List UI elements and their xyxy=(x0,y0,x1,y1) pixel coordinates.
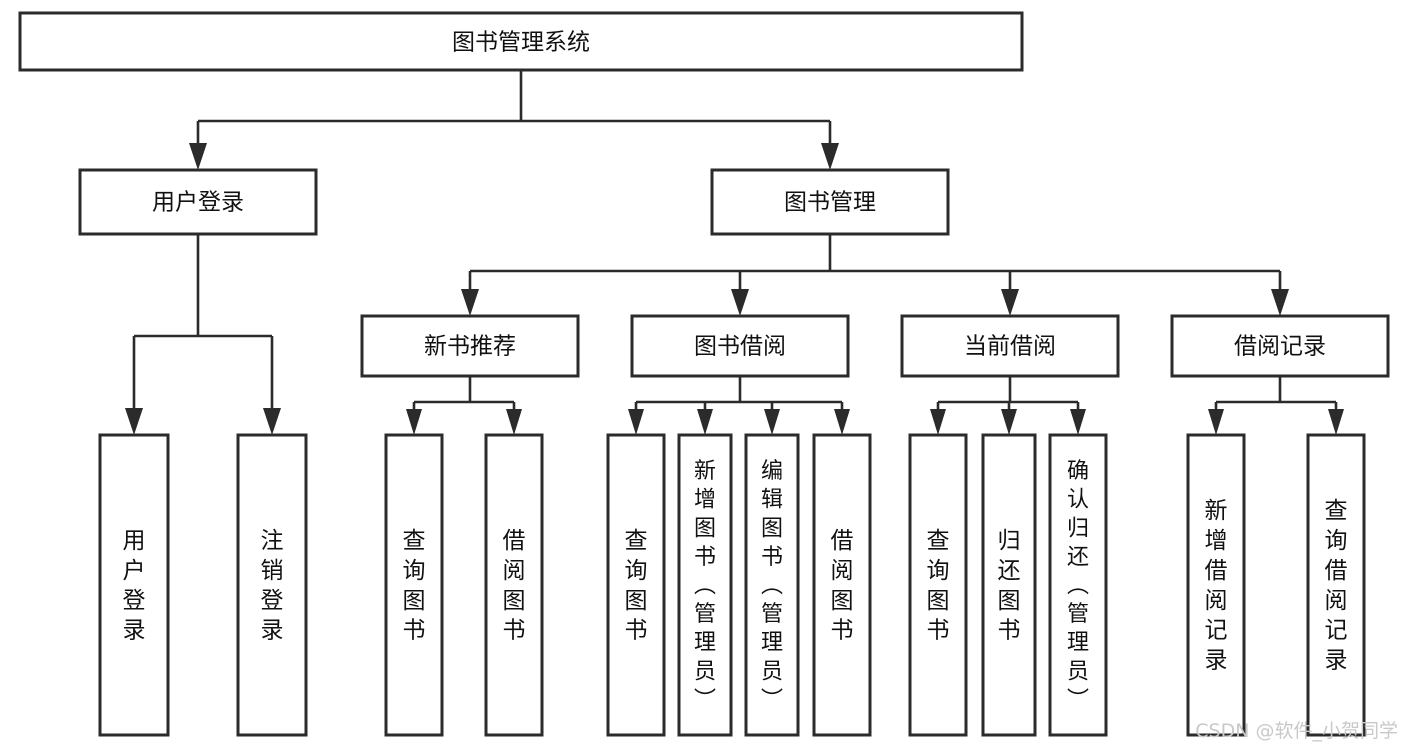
node-leaf-borrow-book-1-label: 借阅图书 xyxy=(503,528,526,644)
node-leaf-query-book-2-label: 查询图书 xyxy=(625,528,648,644)
node-leaf-query-record[interactable]: 查询借阅记录 xyxy=(1306,433,1366,737)
node-leaf-edit-book-box[interactable] xyxy=(744,433,800,737)
node-book-borrow-label: 图书借阅 xyxy=(694,334,786,360)
arrow-icon-borrow-leaf-2 xyxy=(697,409,713,435)
node-leaf-query-book-1[interactable]: 查询图书 xyxy=(384,433,444,737)
node-leaf-query-book-1-label: 查询图书 xyxy=(403,528,426,644)
node-leaf-user-logout-label: 注销登录 xyxy=(261,528,284,644)
arrow-icon-bookmanage-current xyxy=(1001,289,1019,316)
node-leaf-add-book-box[interactable] xyxy=(677,433,733,737)
arrow-icon-record-leaf-2 xyxy=(1328,409,1344,435)
node-new-book-recommend-box[interactable] xyxy=(360,314,580,378)
node-borrow-record[interactable]: 借阅记录 xyxy=(1170,314,1390,378)
arrow-icon-borrow-leaf-3 xyxy=(764,409,780,435)
node-new-book-recommend-label: 新书推荐 xyxy=(424,334,516,360)
node-leaf-query-book-3-box[interactable] xyxy=(908,433,968,737)
arrow-icon-current-leaf-2 xyxy=(1001,409,1017,435)
arrow-icon-current-leaf-3 xyxy=(1070,409,1086,435)
node-leaf-add-book[interactable]: 新增图书︵管理员︶ xyxy=(677,433,733,737)
arrow-icon-current-leaf-1 xyxy=(930,409,946,435)
node-leaf-query-book-2-box[interactable] xyxy=(606,433,666,737)
node-leaf-return-book-label: 归还图书 xyxy=(998,528,1021,644)
node-leaf-user-login-box[interactable] xyxy=(98,433,170,737)
node-leaf-user-logout-box[interactable] xyxy=(236,433,308,737)
arrow-icon-userlogin-leaf-2 xyxy=(263,408,281,435)
arrow-icon-record-leaf-1 xyxy=(1208,409,1224,435)
node-leaf-query-book-2[interactable]: 查询图书 xyxy=(606,433,666,737)
node-root-label: 图书管理系统 xyxy=(452,30,590,56)
node-book-manage-box[interactable] xyxy=(710,168,950,236)
node-leaf-add-record-box[interactable] xyxy=(1186,433,1246,737)
node-user-login-box[interactable] xyxy=(78,168,318,236)
node-book-manage[interactable]: 图书管理 xyxy=(710,168,950,236)
node-leaf-borrow-book-2-box[interactable] xyxy=(812,433,872,737)
node-leaf-query-record-box[interactable] xyxy=(1306,433,1366,737)
arrow-icon-recommend-leaf-2 xyxy=(506,409,522,435)
node-current-borrow[interactable]: 当前借阅 xyxy=(900,314,1120,378)
node-leaf-user-login[interactable]: 用户登录 xyxy=(98,433,170,737)
node-leaf-borrow-book-1[interactable]: 借阅图书 xyxy=(484,433,544,737)
node-leaf-confirm-return-box[interactable] xyxy=(1048,433,1108,737)
node-borrow-record-box[interactable] xyxy=(1170,314,1390,378)
node-root-box[interactable] xyxy=(18,11,1024,72)
arrowhead-layer xyxy=(125,143,1344,435)
node-leaf-query-book-3-label: 查询图书 xyxy=(927,528,950,644)
arrow-icon-bookmanage-recommend xyxy=(461,289,479,316)
arrow-icon-root-to-user-login xyxy=(189,143,207,170)
node-leaf-user-login-label: 用户登录 xyxy=(123,528,146,644)
node-leaf-add-record[interactable]: 新增借阅记录 xyxy=(1186,433,1246,737)
node-leaf-borrow-book-1-box[interactable] xyxy=(484,433,544,737)
node-leaf-query-record-label: 查询借阅记录 xyxy=(1325,498,1348,674)
node-leaf-edit-book[interactable]: 编辑图书︵管理员︶ xyxy=(744,433,800,737)
node-leaf-confirm-return-label: 确认归还︵管理员︶ xyxy=(1067,459,1089,713)
node-leaf-add-book-label: 新增图书︵管理员︶ xyxy=(694,459,716,713)
node-leaf-borrow-book-2-label: 借阅图书 xyxy=(831,528,854,644)
node-leaf-return-book[interactable]: 归还图书 xyxy=(981,433,1037,737)
node-new-book-recommend[interactable]: 新书推荐 xyxy=(360,314,580,378)
arrow-icon-bookmanage-borrow xyxy=(731,289,749,316)
arrow-icon-bookmanage-record xyxy=(1271,289,1289,316)
node-leaf-query-book-1-box[interactable] xyxy=(384,433,444,737)
node-leaf-query-book-3[interactable]: 查询图书 xyxy=(908,433,968,737)
watermark: CSDN @软件_小贺同学 xyxy=(1195,720,1398,742)
arrow-icon-recommend-leaf-1 xyxy=(406,409,422,435)
node-leaf-user-logout[interactable]: 注销登录 xyxy=(236,433,308,737)
node-user-login-label: 用户登录 xyxy=(152,190,244,216)
arrow-icon-root-to-book-manage xyxy=(821,143,839,170)
node-root[interactable]: 图书管理系统 xyxy=(18,11,1024,72)
arrow-icon-borrow-leaf-4 xyxy=(834,409,850,435)
node-borrow-record-label: 借阅记录 xyxy=(1234,334,1326,360)
node-book-borrow[interactable]: 图书借阅 xyxy=(630,314,850,378)
arrow-icon-userlogin-leaf-1 xyxy=(125,408,143,435)
leaf-layer: 用户登录 注销登录 查询图书 借阅图书 查询图书 新增图书︵管理员︶ xyxy=(98,433,1366,737)
node-leaf-return-book-box[interactable] xyxy=(981,433,1037,737)
node-leaf-edit-book-label: 编辑图书︵管理员︶ xyxy=(761,459,783,713)
node-book-manage-label: 图书管理 xyxy=(784,190,876,216)
node-leaf-borrow-book-2[interactable]: 借阅图书 xyxy=(812,433,872,737)
node-leaf-add-record-label: 新增借阅记录 xyxy=(1205,498,1228,674)
node-leaf-confirm-return[interactable]: 确认归还︵管理员︶ xyxy=(1048,433,1108,737)
arrow-icon-borrow-leaf-1 xyxy=(628,409,644,435)
node-current-borrow-label: 当前借阅 xyxy=(964,334,1056,360)
node-current-borrow-box[interactable] xyxy=(900,314,1120,378)
node-book-borrow-box[interactable] xyxy=(630,314,850,378)
node-user-login[interactable]: 用户登录 xyxy=(78,168,318,236)
